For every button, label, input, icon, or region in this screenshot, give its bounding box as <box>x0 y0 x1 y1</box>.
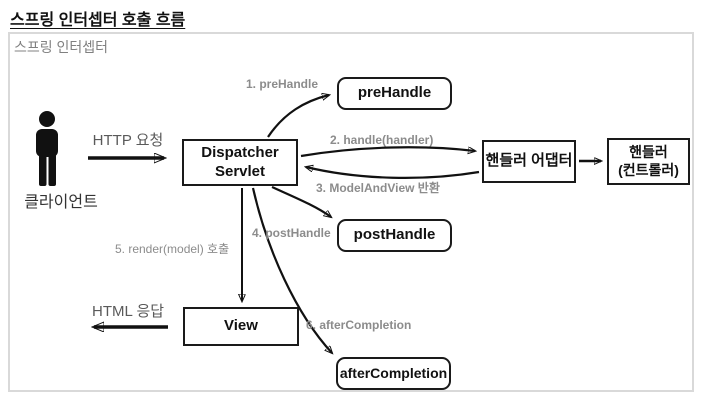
node-dispatcher-servlet: Dispatcher Servlet <box>182 139 298 186</box>
container-label: 스프링 인터셉터 <box>14 39 109 55</box>
aftercompletion-label: afterCompletion <box>339 364 448 381</box>
step1-label: 1. preHandle <box>246 77 319 91</box>
node-handler-controller: 핸들러 (컨트롤러) <box>607 138 690 185</box>
http-request-label: HTTP 요청 <box>92 132 164 149</box>
client-label: 클라이언트 <box>24 194 98 211</box>
node-posthandle: postHandle <box>337 219 452 252</box>
dispatcher-label-line2: Servlet <box>214 162 266 180</box>
html-response-label: HTML 응답 <box>92 303 165 320</box>
node-aftercompletion: afterCompletion <box>336 357 451 390</box>
step5-label: 5. render(model) 호출 <box>115 242 230 256</box>
posthandle-label: postHandle <box>353 226 436 244</box>
step2-label: 2. handle(handler) <box>330 133 434 147</box>
handler-controller-label-line1: 핸들러 <box>629 144 668 160</box>
handler-adapter-label: 핸들러 어댑터 <box>485 152 573 170</box>
page-title: 스프링 인터셉터 호출 흐름 <box>10 12 186 29</box>
view-label: View <box>224 317 258 335</box>
node-prehandle: preHandle <box>337 77 452 110</box>
step3-label: 3. ModelAndView 반환 <box>316 181 440 195</box>
step6-label: 6. afterCompletion <box>306 318 412 332</box>
prehandle-label: preHandle <box>357 84 432 102</box>
node-view: View <box>183 307 299 346</box>
handler-controller-label-line2: (컨트롤러) <box>618 161 679 178</box>
node-handler-adapter: 핸들러 어댑터 <box>482 140 576 183</box>
dispatcher-label-line1: Dispatcher <box>201 143 279 161</box>
step4-label: 4. postHandle <box>252 226 331 240</box>
